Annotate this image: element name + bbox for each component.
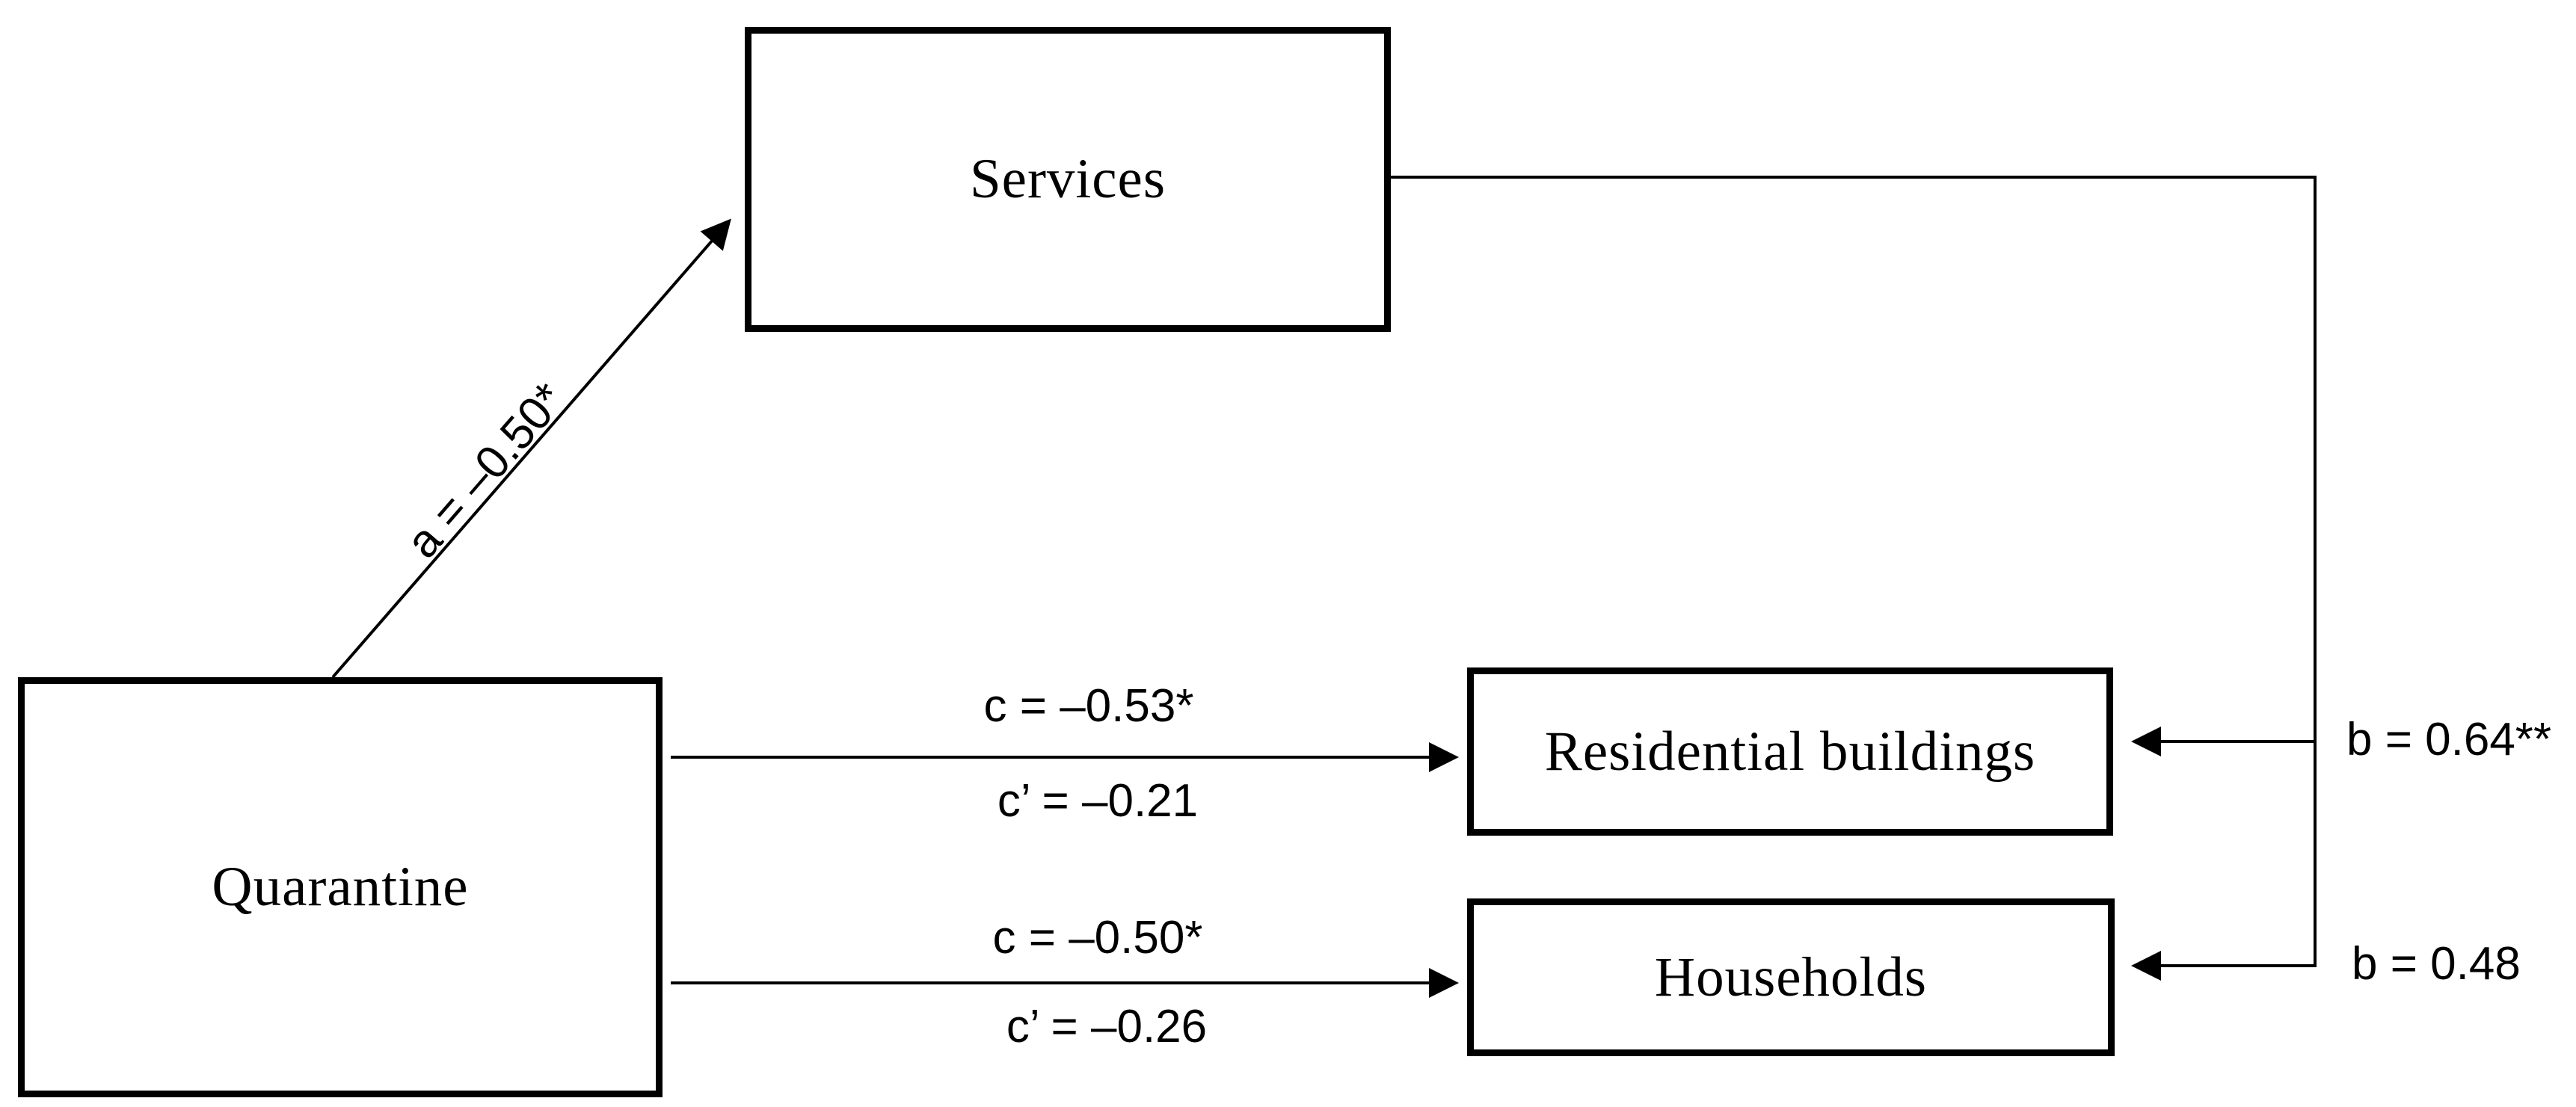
- node-households: Households: [1467, 898, 2115, 1056]
- path-c-households-total-label: c = –0.50*: [992, 912, 1203, 963]
- node-households-label: Households: [1654, 946, 1928, 1008]
- b-households-arrow: [1391, 176, 2317, 981]
- path-c-residential-total-label: c = –0.53*: [983, 680, 1194, 732]
- node-residential-buildings: Residential buildings: [1467, 667, 2113, 836]
- a-path-arrow: [331, 218, 731, 679]
- path-c-households-direct-label: c’ = –0.26: [1006, 1001, 1208, 1052]
- node-residential-buildings-label: Residential buildings: [1544, 720, 2036, 783]
- path-b-households-label: b = 0.48: [2352, 938, 2521, 990]
- node-quarantine-label: Quarantine: [212, 856, 469, 918]
- path-b-residential-label: b = 0.64**: [2346, 714, 2552, 765]
- node-quarantine: Quarantine: [18, 677, 663, 1097]
- node-services: Services: [745, 27, 1391, 332]
- node-services-label: Services: [969, 148, 1166, 210]
- path-c-residential-direct-label: c’ = –0.21: [997, 775, 1199, 827]
